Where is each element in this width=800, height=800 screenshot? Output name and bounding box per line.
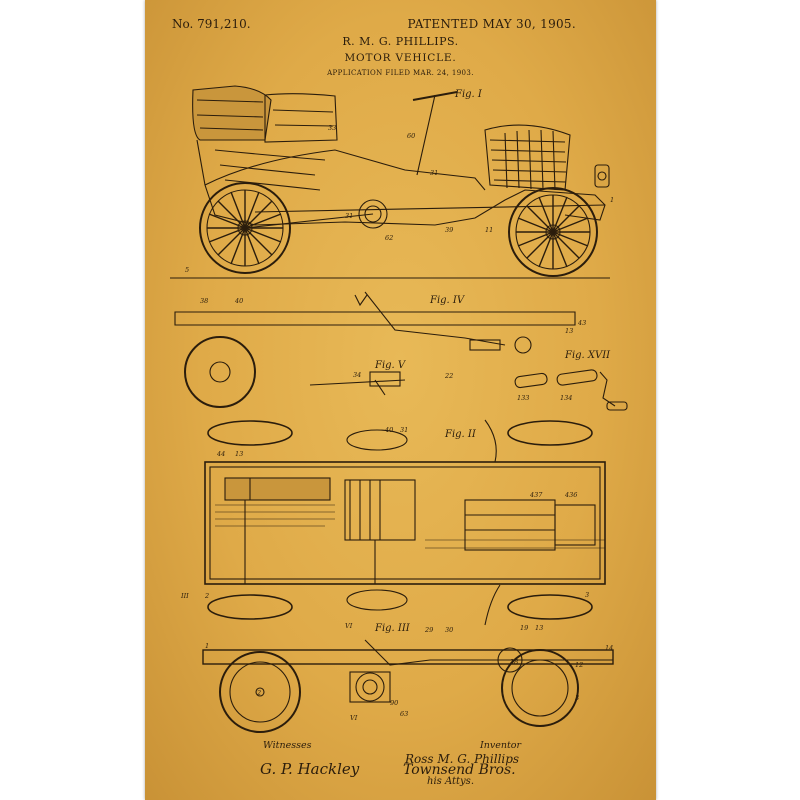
svg-text:43: 43 — [577, 319, 586, 327]
svg-text:39: 39 — [445, 226, 453, 234]
fig3-label: Fig. III — [374, 623, 411, 634]
fig5-label: Fig. V — [374, 360, 407, 371]
svg-text:3: 3 — [575, 694, 579, 702]
fig17-label: Fig. XVII — [564, 350, 611, 361]
svg-text:14: 14 — [605, 644, 613, 652]
svg-text:2: 2 — [204, 592, 209, 600]
svg-text:1: 1 — [205, 642, 209, 650]
svg-text:33: 33 — [328, 124, 336, 132]
svg-text:19: 19 — [520, 624, 528, 632]
svg-text:31: 31 — [400, 426, 408, 434]
svg-text:38: 38 — [200, 297, 208, 305]
svg-text:34: 34 — [353, 371, 361, 379]
svg-text:133: 133 — [517, 394, 529, 402]
patent-poster: No. 791,210. PATENTED MAY 30, 1905. R. M… — [145, 0, 656, 800]
attorney-signature: Townsend Bros. — [403, 762, 516, 778]
svg-text:40: 40 — [234, 297, 243, 305]
svg-text:90: 90 — [390, 699, 398, 707]
figure-17 — [514, 369, 628, 411]
svg-text:29: 29 — [424, 626, 433, 634]
svg-text:III: III — [180, 592, 189, 600]
patent-drawings: 5 31 62 39 11 1 33 60 31 38 40 13 43 34 … — [170, 85, 628, 733]
svg-text:VI: VI — [345, 622, 353, 630]
svg-text:2: 2 — [256, 689, 261, 697]
application-filed: APPLICATION FILED MAR. 24, 1903. — [327, 69, 474, 77]
svg-text:31: 31 — [345, 212, 353, 220]
svg-text:134: 134 — [560, 394, 572, 402]
fig1-label: Fig. I — [454, 89, 483, 100]
svg-text:62: 62 — [385, 234, 393, 242]
witness-signature: G. P. Hackley — [260, 760, 360, 778]
figure-1-side-view — [170, 85, 610, 279]
svg-text:60: 60 — [407, 132, 415, 140]
figure-5 — [309, 371, 406, 396]
attorney-note: his Attys. — [427, 776, 474, 787]
svg-text:1: 1 — [610, 196, 614, 204]
figure-2-plan — [204, 419, 606, 626]
inventor-signature: Ross M. G. Phillips — [405, 752, 520, 766]
patent-title: MOTOR VEHICLE. — [344, 52, 457, 64]
svg-text:3: 3 — [585, 591, 589, 599]
svg-text:11: 11 — [485, 226, 493, 234]
svg-text:44: 44 — [216, 450, 225, 458]
fig4-label: Fig. IV — [429, 295, 466, 306]
svg-text:22: 22 — [444, 372, 453, 380]
svg-text:31: 31 — [430, 169, 438, 177]
witnesses-label: Witnesses — [263, 740, 312, 751]
svg-text:13: 13 — [565, 327, 573, 335]
svg-text:28: 28 — [509, 658, 518, 666]
svg-text:437: 437 — [529, 491, 543, 499]
svg-text:13: 13 — [535, 624, 543, 632]
figure-4-frame — [174, 291, 576, 408]
patent-number: No. 791,210. — [172, 17, 251, 31]
svg-text:12: 12 — [575, 661, 583, 669]
svg-text:436: 436 — [564, 491, 577, 499]
inventor-label: Inventor — [480, 740, 522, 751]
svg-text:VI: VI — [350, 714, 358, 722]
fig2-label: Fig. II — [444, 429, 477, 440]
patent-date: PATENTED MAY 30, 1905. — [407, 17, 576, 31]
svg-text:30: 30 — [445, 626, 453, 634]
svg-text:63: 63 — [400, 710, 408, 718]
svg-text:5: 5 — [185, 266, 189, 274]
inventor-name: R. M. G. PHILLIPS. — [342, 35, 459, 48]
svg-text:40: 40 — [384, 426, 393, 434]
svg-text:13: 13 — [235, 450, 243, 458]
figure-3-elevation — [202, 639, 614, 733]
